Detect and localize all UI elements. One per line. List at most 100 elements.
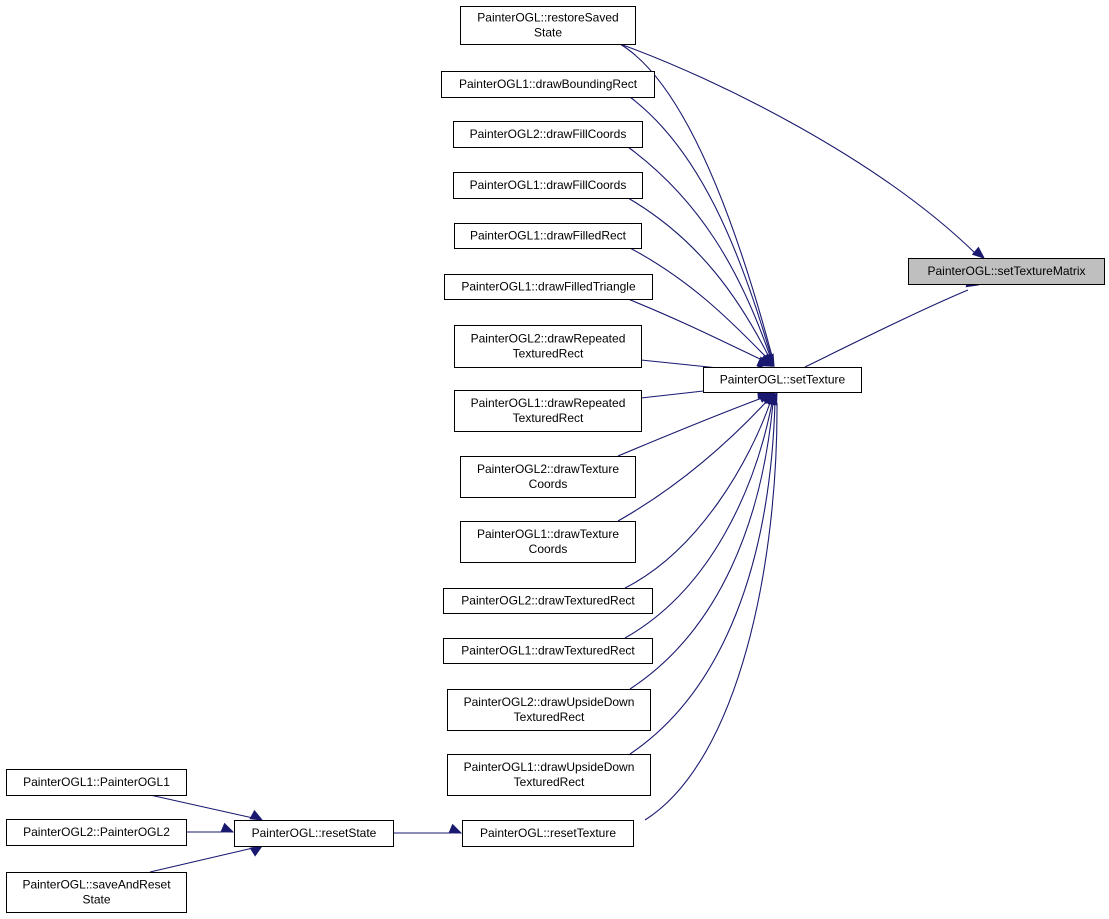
edge-line <box>619 43 977 255</box>
node-label: Coords <box>529 477 568 491</box>
node-label: PainterOGL1::drawRepeated <box>471 396 626 410</box>
node-box[interactable] <box>6 769 187 796</box>
edge-restoreSavedState-to-setTextureMatrix <box>619 43 986 259</box>
node-ogl1DrawTexturedRect[interactable]: PainterOGL1::drawTexturedRect <box>443 638 653 664</box>
edge-line <box>629 96 772 357</box>
node-label: TexturedRect <box>513 411 584 425</box>
edge-resetState-to-resetTexture <box>393 823 463 834</box>
node-label: PainterOGL::resetState <box>252 826 377 840</box>
node-box[interactable] <box>453 121 643 148</box>
edge-line <box>619 43 773 357</box>
node-label: PainterOGL2::drawFillCoords <box>470 127 627 141</box>
edge-saveAndResetState-to-resetState <box>149 845 264 873</box>
edge-ogl1Ctor-to-resetState <box>149 794 264 821</box>
node-label: PainterOGL1::drawFilledTriangle <box>461 280 636 294</box>
node-box[interactable] <box>454 390 642 432</box>
node-label: PainterOGL1::drawFillCoords <box>470 178 627 192</box>
node-box[interactable] <box>454 325 642 368</box>
node-box[interactable] <box>454 223 642 249</box>
node-box[interactable] <box>460 521 636 563</box>
node-ogl1DrawFilledTriangle[interactable]: PainterOGL1::drawFilledTriangle <box>444 274 653 300</box>
node-ogl1DrawFilledRect[interactable]: PainterOGL1::drawFilledRect <box>454 223 642 249</box>
nodes-layer: PainterOGL::setTextureMatrixPainterOGL::… <box>6 6 1105 913</box>
node-label: PainterOGL1::drawBoundingRect <box>459 77 638 91</box>
edge-setTexture-to-setTextureMatrix <box>804 277 980 368</box>
edge-line <box>629 402 774 690</box>
node-label: PainterOGL1::drawTexturedRect <box>461 644 635 658</box>
node-ogl2Ctor[interactable]: PainterOGL2::PainterOGL2 <box>6 819 187 846</box>
node-label: Coords <box>529 542 568 556</box>
edge-line <box>149 794 254 819</box>
node-label: PainterOGL::setTextureMatrix <box>927 264 1085 278</box>
node-label: PainterOGL::restoreSaved <box>477 11 618 25</box>
edges-layer <box>149 43 986 873</box>
edge-ogl2Ctor-to-resetState <box>186 822 235 833</box>
arrow-head <box>249 845 264 857</box>
node-label: PainterOGL::resetTexture <box>480 826 616 840</box>
edge-line <box>627 146 771 357</box>
edge-line <box>617 400 768 522</box>
node-label: TexturedRect <box>513 347 584 361</box>
node-label: PainterOGL::saveAndReset <box>22 878 171 892</box>
node-box[interactable] <box>443 588 653 614</box>
node-box[interactable] <box>234 820 394 847</box>
edge-line <box>629 247 768 359</box>
node-label: State <box>82 893 110 907</box>
arrow-head <box>971 246 986 259</box>
node-box[interactable] <box>6 872 187 913</box>
node-label: PainterOGL::setTexture <box>720 373 846 387</box>
node-label: PainterOGL1::PainterOGL1 <box>23 775 170 789</box>
edge-line <box>644 402 778 821</box>
node-box[interactable] <box>460 6 636 45</box>
node-setTextureMatrix[interactable]: PainterOGL::setTextureMatrix <box>908 258 1105 285</box>
node-ogl1Ctor[interactable]: PainterOGL1::PainterOGL1 <box>6 769 187 796</box>
arrow-head <box>249 809 264 821</box>
edge-ogl1DrawUpsideDownTexturedRect-to-setTexture <box>629 391 776 755</box>
node-label: TexturedRect <box>514 775 585 789</box>
edge-ogl1DrawFilledRect-to-setTexture <box>629 247 771 367</box>
arrow-head <box>220 822 235 833</box>
node-box[interactable] <box>444 274 653 300</box>
node-label: PainterOGL2::drawUpsideDown <box>464 695 635 709</box>
node-label: PainterOGL2::PainterOGL2 <box>23 825 170 839</box>
node-resetState[interactable]: PainterOGL::resetState <box>234 820 394 847</box>
node-box[interactable] <box>447 754 651 796</box>
node-label: State <box>534 26 562 40</box>
node-ogl1DrawBoundingRect[interactable]: PainterOGL1::drawBoundingRect <box>441 71 655 98</box>
node-label: PainterOGL2::drawTexturedRect <box>461 594 635 608</box>
node-box[interactable] <box>441 71 655 98</box>
edge-line <box>629 402 776 755</box>
node-box[interactable] <box>462 820 634 847</box>
node-box[interactable] <box>703 367 862 393</box>
arrow-head <box>448 823 463 834</box>
node-box[interactable] <box>447 689 651 731</box>
node-ogl1DrawFillCoords[interactable]: PainterOGL1::drawFillCoords <box>453 172 643 199</box>
node-box[interactable] <box>6 819 187 846</box>
edge-line <box>149 847 254 873</box>
node-ogl2DrawTexturedRect[interactable]: PainterOGL2::drawTexturedRect <box>443 588 653 614</box>
node-label: PainterOGL2::drawTexture <box>477 462 619 476</box>
arrow-head <box>767 391 778 406</box>
node-box[interactable] <box>443 638 653 664</box>
node-label: PainterOGL1::drawUpsideDown <box>464 760 635 774</box>
node-label: PainterOGL2::drawRepeated <box>471 332 626 346</box>
edge-line <box>627 197 770 358</box>
node-resetTexture[interactable]: PainterOGL::resetTexture <box>462 820 634 847</box>
node-box[interactable] <box>908 258 1105 285</box>
node-label: TexturedRect <box>514 710 585 724</box>
node-label: PainterOGL1::drawTexture <box>477 527 619 541</box>
node-box[interactable] <box>460 456 636 498</box>
node-label: PainterOGL1::drawFilledRect <box>470 229 627 243</box>
edge-resetTexture-to-setTexture <box>644 391 778 821</box>
node-box[interactable] <box>453 172 643 199</box>
node-setTexture[interactable]: PainterOGL::setTexture <box>703 367 862 393</box>
node-ogl2DrawFillCoords[interactable]: PainterOGL2::drawFillCoords <box>453 121 643 148</box>
